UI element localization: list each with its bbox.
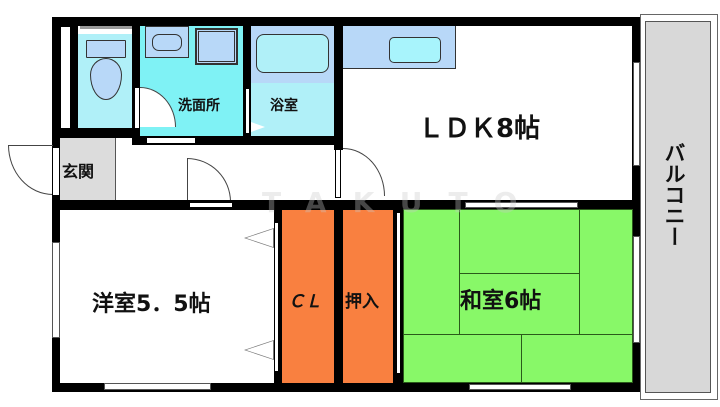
toilet-bowl-icon — [90, 58, 122, 100]
oshiire — [343, 210, 394, 383]
wall-top — [52, 17, 640, 26]
toilet-tank-icon — [86, 40, 126, 58]
western-room-door[interactable] — [187, 158, 231, 202]
western-room-window-left — [52, 242, 60, 338]
sink-icon — [152, 34, 182, 51]
wall-bottom — [52, 383, 640, 392]
western-room-window-bottom — [104, 383, 211, 390]
japanese-room-label: 和室6帖 — [460, 289, 542, 314]
watermark: TAKUTO — [262, 186, 544, 219]
japanese-room-window-right — [633, 236, 640, 343]
bathtub-icon — [256, 34, 329, 73]
japanese-room-window-bottom — [469, 384, 571, 390]
western-room — [60, 210, 275, 383]
closet-label: ＣＬ — [288, 292, 322, 312]
entrance-label: 玄関 — [62, 162, 95, 181]
washing-machine — [195, 28, 238, 65]
balcony — [640, 14, 718, 400]
kitchen-sink-icon — [389, 37, 441, 63]
front-door[interactable] — [8, 145, 53, 195]
japanese-room — [403, 209, 633, 383]
oshiire-label: 押入 — [345, 292, 379, 312]
washroom-label: 洗面所 — [178, 98, 220, 114]
wall-middle — [52, 200, 640, 210]
balcony-label: バルコニー — [662, 142, 686, 247]
bathroom-label: 浴室 — [270, 98, 298, 114]
ldk-window — [633, 62, 640, 166]
western-room-label: 洋室5．5帖 — [92, 292, 211, 317]
ldk-label: ＬＤＫ8帖 — [418, 114, 541, 144]
bathroom-door-icon — [251, 122, 265, 132]
entrance — [60, 138, 116, 201]
closet — [282, 210, 334, 383]
wall-left-upper — [52, 17, 60, 147]
